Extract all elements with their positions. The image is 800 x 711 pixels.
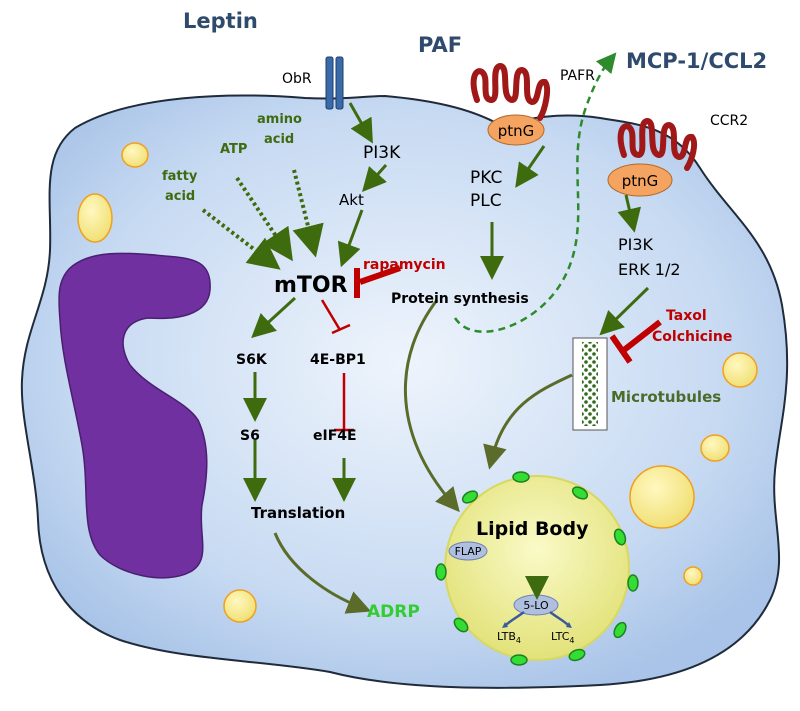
lipid-droplet: [722, 352, 758, 388]
nutrient-arrows: [201, 169, 324, 270]
obr-receptor: [325, 56, 344, 110]
s6k-label: S6K: [236, 352, 268, 368]
4e-bp1-label: 4E-BP1: [310, 352, 366, 368]
ccr2-receptor: [617, 117, 698, 171]
fatty-acid-label-2: acid: [165, 189, 195, 204]
translation-label: Translation: [251, 504, 345, 522]
leptin-label: Leptin: [183, 9, 258, 33]
eif4e-label: eIF4E: [313, 428, 357, 444]
akt-label: Akt: [339, 191, 364, 209]
ptng-label-1: ptnG: [498, 122, 535, 140]
amino-acid-label-2: acid: [264, 132, 294, 147]
ltc4-label: LTC4: [551, 630, 574, 645]
mcp1-label: MCP-1/CCL2: [626, 49, 767, 73]
flap-protein: [448, 541, 488, 561]
fatty-acid-label-1: fatty: [162, 169, 198, 184]
ptng-label-2: ptnG: [622, 172, 659, 190]
pi3k-left-label: PI3K: [363, 143, 401, 163]
flap-label: FLAP: [455, 545, 482, 558]
amino-acid-label-1: amino: [257, 112, 302, 127]
pkc-label: PKC: [470, 168, 502, 188]
pafr-receptor: [470, 62, 551, 121]
nucleus: [58, 252, 211, 579]
microtubules-label: Microtubules: [611, 388, 721, 406]
lipid-droplet: [683, 566, 703, 586]
activation-arrows: [243, 102, 650, 600]
pafr-label: PAFR: [560, 68, 595, 84]
5-lo-product-arrows: [505, 610, 569, 626]
ccr2-label: CCR2: [710, 113, 748, 129]
obr-label: ObR: [282, 71, 312, 87]
lipid-body-surface-proteins: [435, 471, 639, 666]
lipid-droplet: [700, 434, 730, 462]
lipid-body-label: Lipid Body: [476, 518, 589, 540]
5-lo-label: 5-LO: [523, 599, 549, 612]
transport-arrows: [273, 299, 573, 614]
ptng-protein-ccr2: [607, 163, 673, 197]
plc-label: PLC: [470, 191, 502, 211]
ltb4-label: LTB4: [497, 630, 521, 645]
lipid-body: [444, 475, 630, 661]
lipid-droplet: [77, 193, 113, 243]
lipid-droplet: [121, 142, 149, 168]
inhibition-markers: [320, 265, 662, 432]
colchicine-label: Colchicine: [652, 329, 732, 345]
erk-label: ERK 1/2: [618, 260, 681, 279]
atp-label: ATP: [220, 142, 247, 157]
mtor-label: mTOR: [274, 273, 348, 298]
s6-label: S6: [240, 428, 260, 444]
paf-label: PAF: [418, 33, 462, 57]
rapamycin-label: rapamycin: [363, 257, 446, 273]
lipid-droplet: [629, 465, 695, 529]
adrp-label: ADRP: [367, 602, 420, 622]
lipid-droplet: [223, 589, 257, 623]
ptng-protein-pafr: [487, 114, 545, 146]
pi3k-right-label: PI3K: [618, 235, 654, 254]
taxol-label: Taxol: [666, 308, 707, 324]
protein-synthesis-label: Protein synthesis: [391, 291, 529, 307]
mcp1-secretion-arrow: [453, 52, 617, 333]
microtubule-lattice: [582, 342, 598, 426]
